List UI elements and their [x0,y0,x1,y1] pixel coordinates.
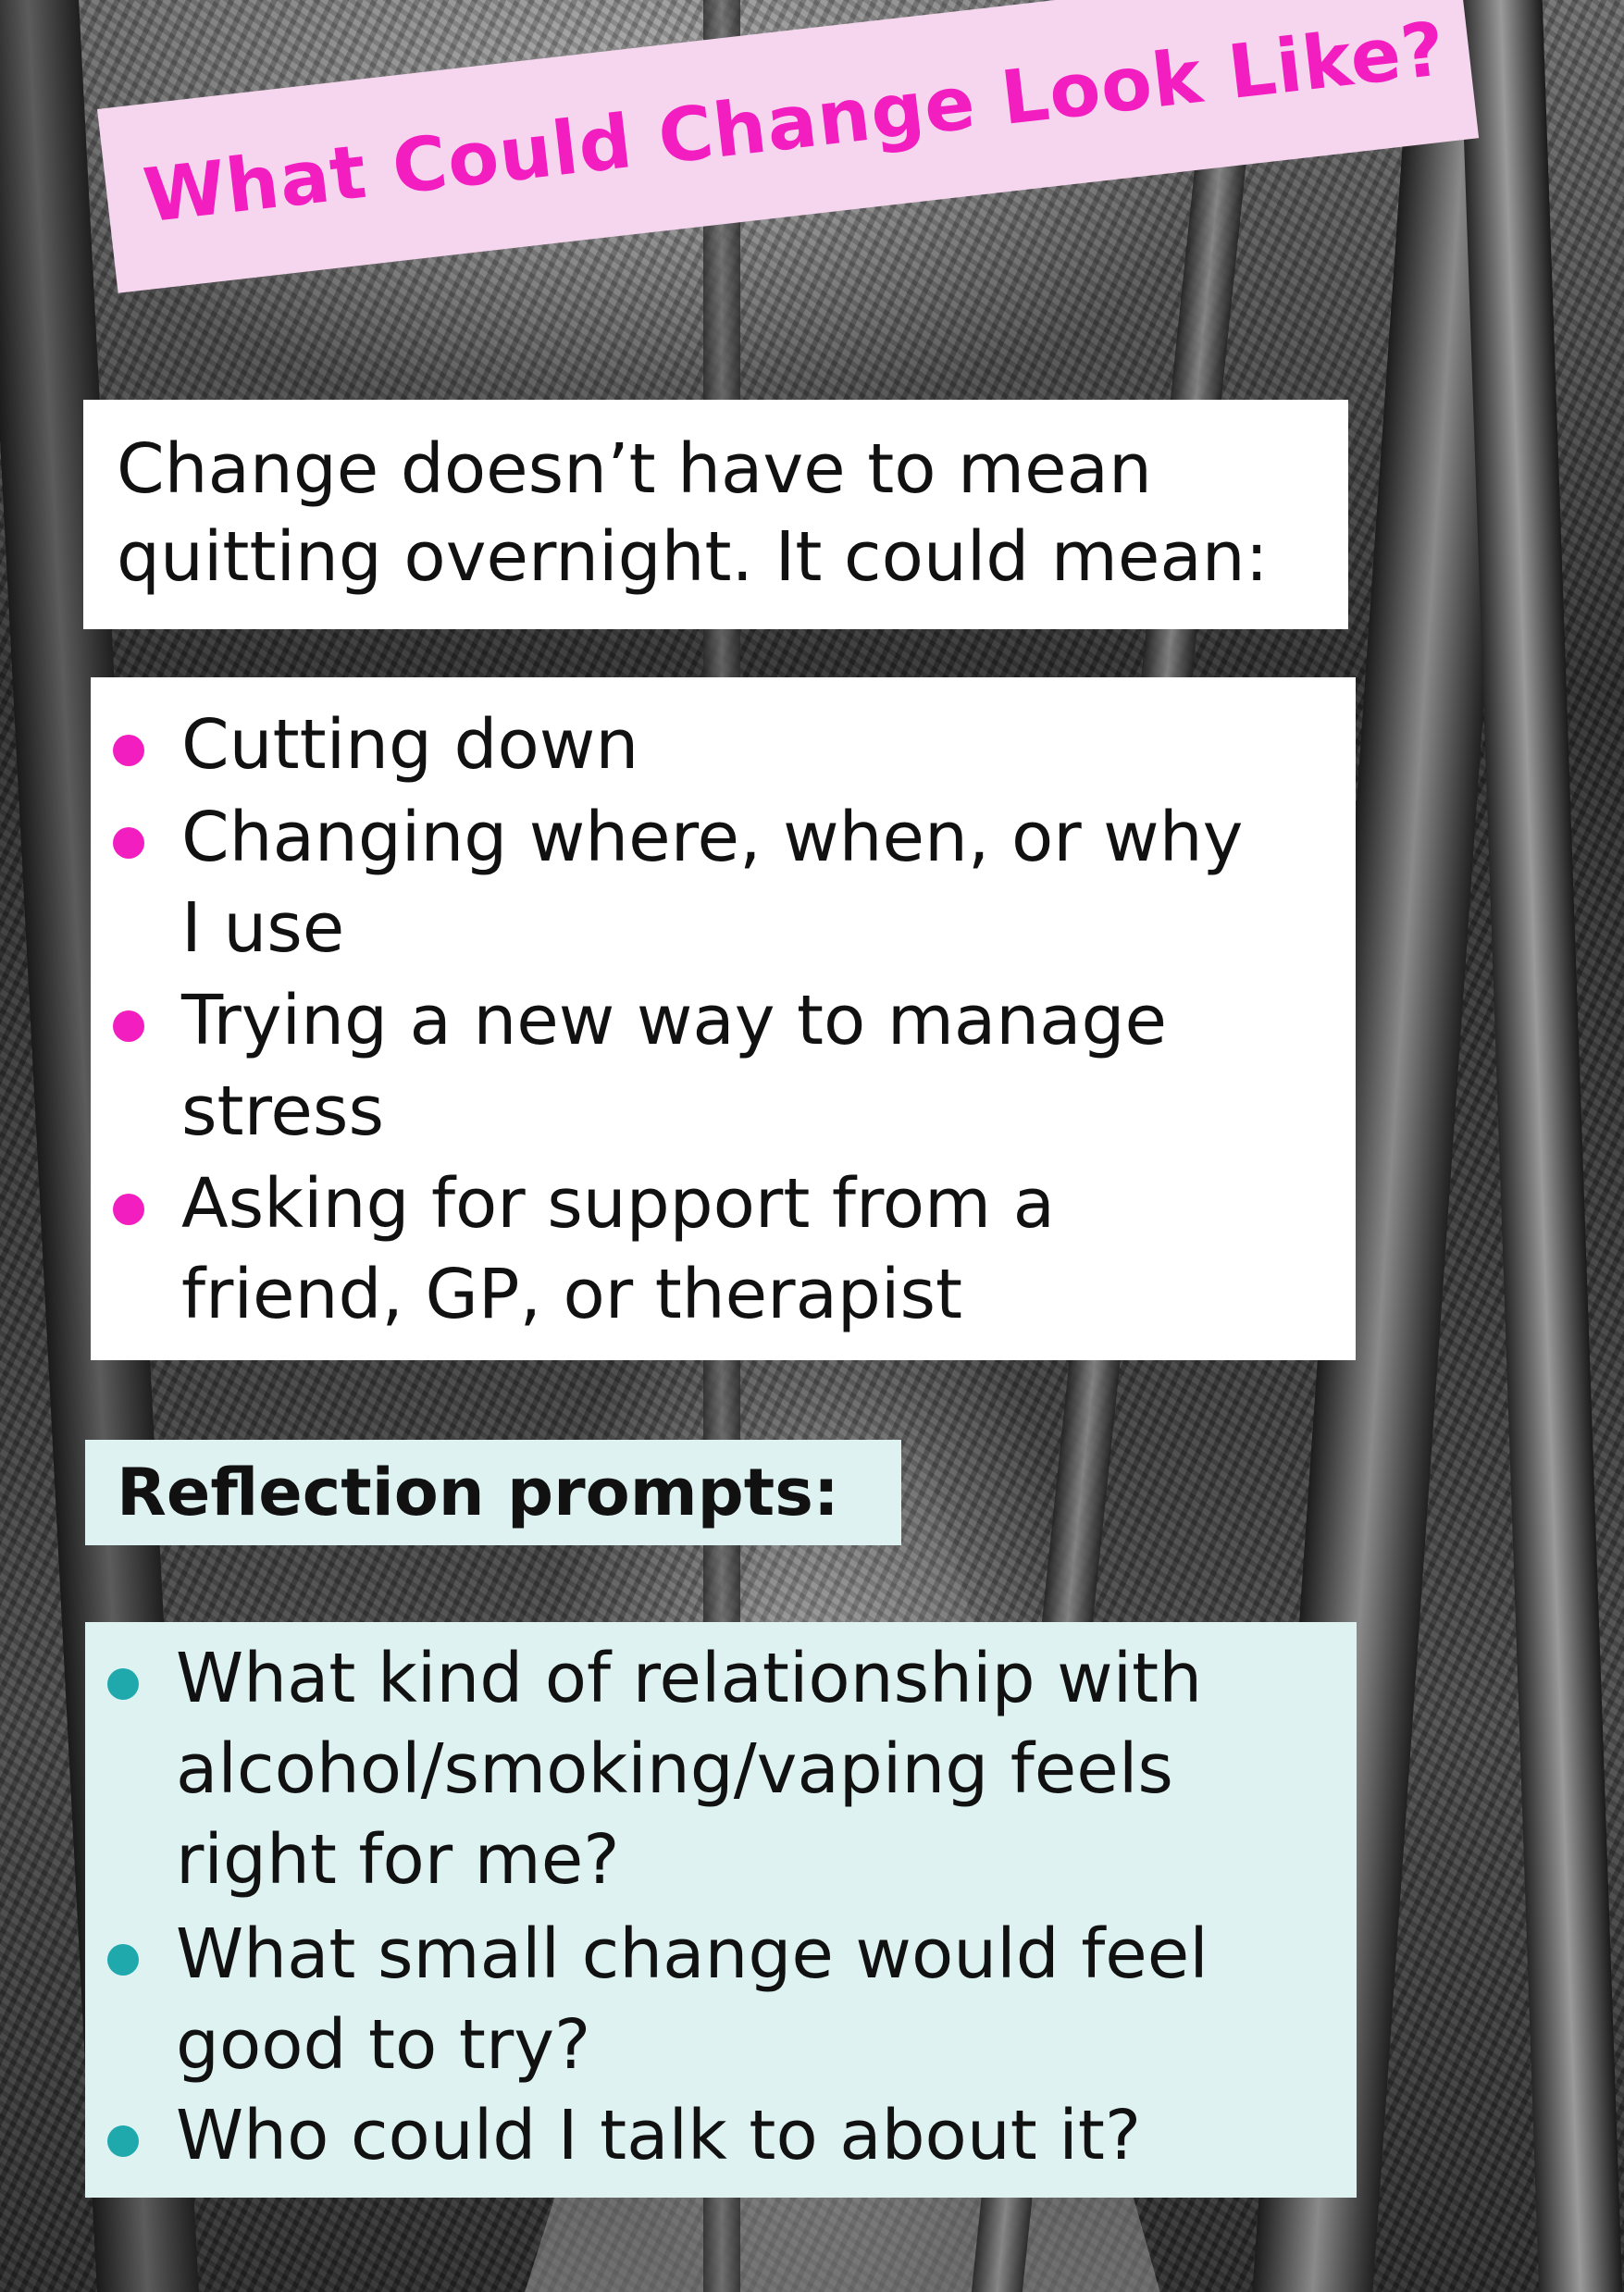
intro-line-2: quitting overnight. It could mean: [117,517,1269,597]
bullet-dot-icon [107,1944,139,1976]
list-item-text: Cutting down [181,705,639,785]
bullet-dot-icon [107,1668,139,1700]
list-item-text: Trying a new way to manage stress [181,981,1168,1151]
reflection-heading: Reflection prompts: [117,1455,839,1530]
intro-line-1: Change doesn’t have to mean [117,429,1152,509]
list-item-text: What kind of relationship with alcohol/s… [176,1639,1203,1900]
change-options-box: Cutting down Changing where, when, or wh… [91,677,1356,1360]
list-item-text: Asking for support from a friend, GP, or… [181,1164,1055,1334]
reflection-heading-box: Reflection prompts: [85,1440,901,1545]
intro-text: Change doesn’t have to mean quitting ove… [117,426,1269,601]
list-item-text: What small change would feel good to try… [176,1914,1209,2085]
reflection-prompts-box: What kind of relationship with alcohol/s… [85,1622,1357,2198]
list-item-text: Who could I talk to about it? [176,2096,1142,2175]
list-item-text: Changing where, when, or why I use [181,798,1244,968]
bullet-dot-icon [113,1194,144,1225]
bullet-dot-icon [113,1010,144,1042]
bullet-dot-icon [113,735,144,766]
intro-box: Change doesn’t have to mean quitting ove… [83,400,1348,629]
bullet-dot-icon [113,827,144,859]
bullet-dot-icon [107,2125,139,2157]
